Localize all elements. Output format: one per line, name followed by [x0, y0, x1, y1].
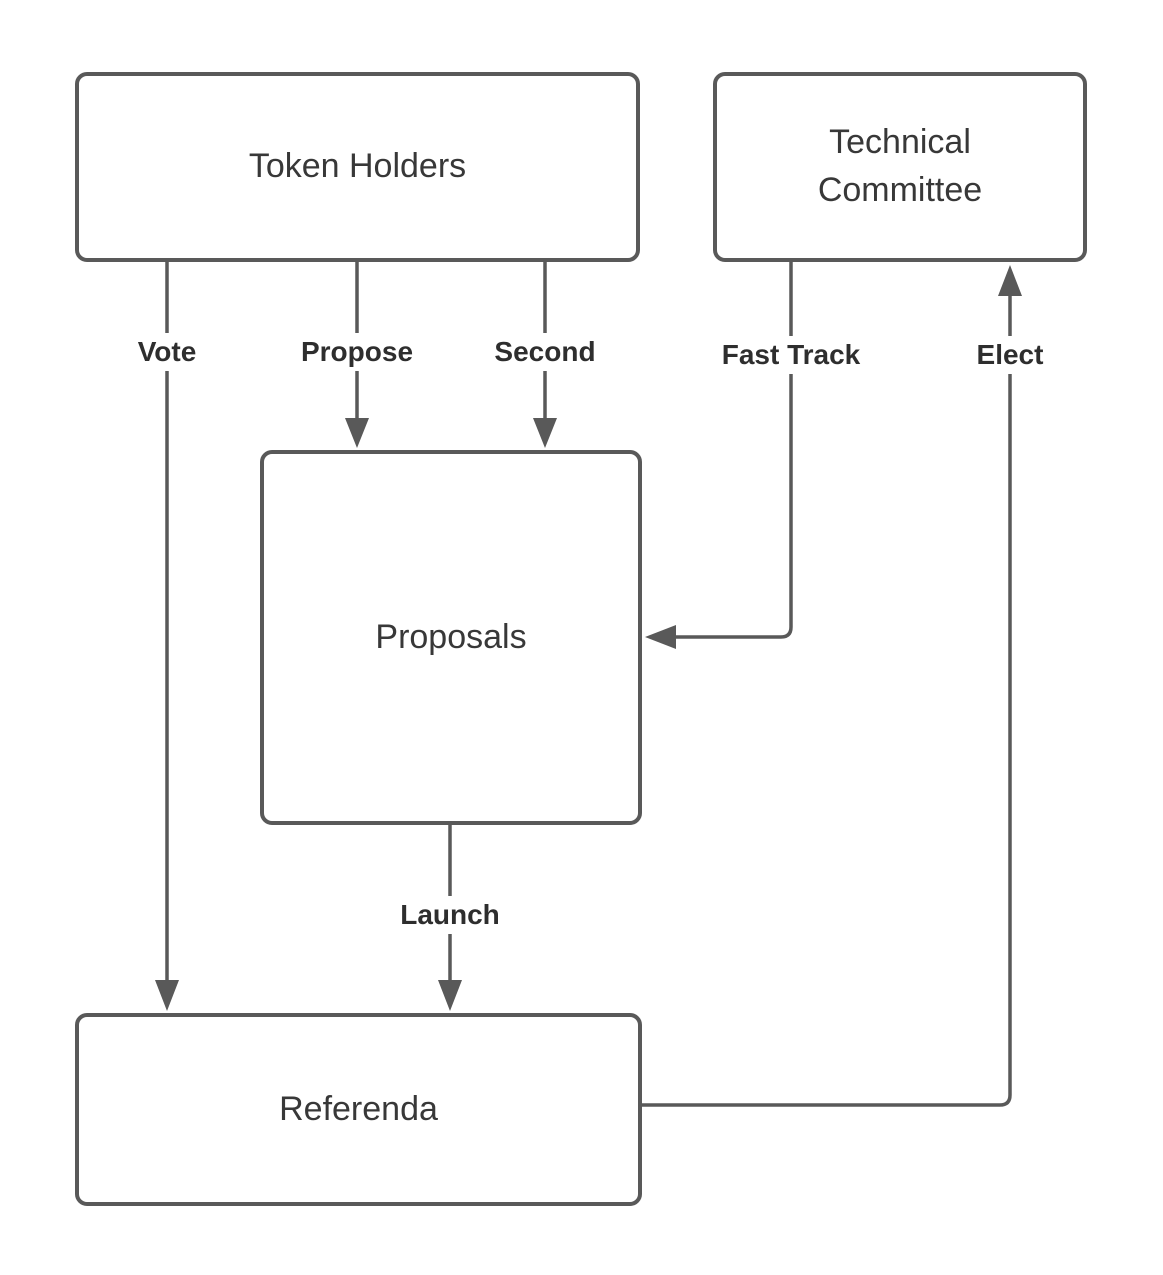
node-token-holders-label: Token Holders: [248, 147, 467, 186]
edge-label-launch: Launch: [393, 896, 507, 934]
edge-launch-arrowhead-icon: [438, 980, 462, 1011]
node-proposals: Proposals: [260, 450, 642, 825]
edge-fast-track-arrowhead-icon: [645, 625, 676, 649]
node-token-holders: Token Holders: [75, 72, 640, 262]
edge-elect-line: [641, 294, 1012, 1107]
node-technical-committee: Technical Committee: [713, 72, 1087, 262]
edge-label-vote: Vote: [130, 333, 204, 371]
edge-propose-arrowhead-icon: [345, 418, 369, 448]
edge-label-propose: Propose: [293, 333, 421, 371]
edge-label-fast-track: Fast Track: [714, 336, 868, 374]
node-referenda: Referenda: [75, 1013, 642, 1206]
edge-vote-arrowhead-icon: [155, 980, 179, 1011]
node-proposals-label: Proposals: [375, 617, 527, 656]
edge-label-second: Second: [487, 333, 603, 371]
edge-elect-arrowhead-icon: [998, 265, 1022, 296]
node-referenda-label: Referenda: [279, 1089, 438, 1128]
edge-second-arrowhead-icon: [533, 418, 557, 448]
edge-label-elect: Elect: [969, 336, 1051, 374]
edge-fast-track-line: [674, 262, 793, 639]
node-technical-committee-label: Technical Committee: [817, 123, 983, 209]
